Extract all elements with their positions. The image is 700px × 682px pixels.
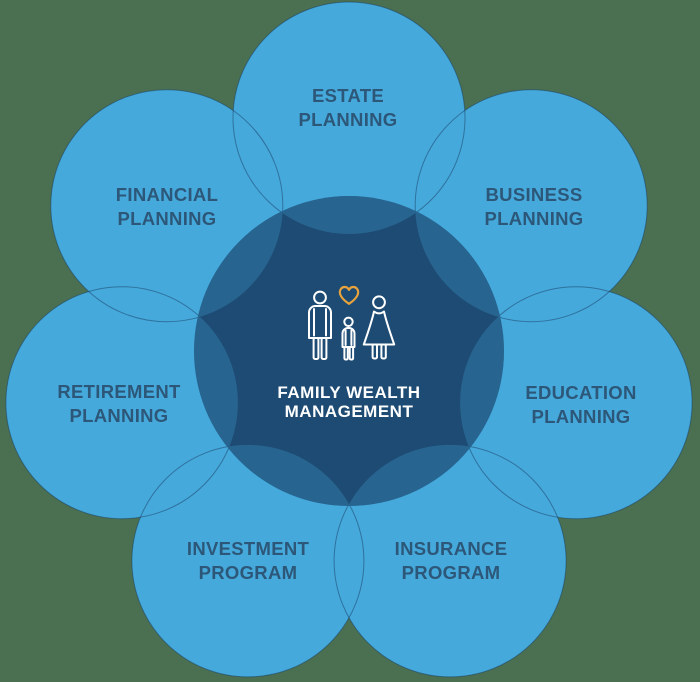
petal-label-financial: FINANCIAL PLANNING xyxy=(116,183,218,231)
family-icon xyxy=(308,285,396,361)
label-line: FINANCIAL xyxy=(115,184,219,205)
label-line: PLANNING xyxy=(484,208,584,229)
petal-circle-insurance xyxy=(334,444,567,677)
label-line: PLANNING xyxy=(117,208,217,229)
petal-label-education: EDUCATION PLANNING xyxy=(525,381,636,429)
label-line: PLANNING xyxy=(69,405,169,426)
petal-label-estate: ESTATE PLANNING xyxy=(298,84,397,132)
petal-circles xyxy=(5,2,693,677)
center-label-line: FAMILY WEALTH xyxy=(277,383,421,402)
label-line: INVESTMENT xyxy=(186,538,310,559)
label-line: PROGRAM xyxy=(401,562,501,583)
petal-circle-retirement xyxy=(5,286,238,519)
heart-icon xyxy=(338,285,360,305)
center-label: FAMILY WEALTH MANAGEMENT xyxy=(277,383,420,421)
overlap-financial xyxy=(194,196,283,322)
label-line: EDUCATION xyxy=(525,382,637,403)
label-line: PLANNING xyxy=(298,109,398,130)
petal-label-insurance: INSURANCE PROGRAM xyxy=(395,537,508,585)
label-line: BUSINESS xyxy=(485,184,583,205)
overlap-business xyxy=(415,196,504,322)
petal-label-business: BUSINESS PLANNING xyxy=(484,183,583,231)
woman-icon xyxy=(362,295,396,360)
petal-outline-financial xyxy=(50,89,284,323)
man-icon xyxy=(308,290,332,360)
petal-label-investment: INVESTMENT PROGRAM xyxy=(187,537,309,585)
petal-circle-estate xyxy=(233,2,465,234)
label-line: INSURANCE xyxy=(394,538,508,559)
label-line: ESTATE xyxy=(311,85,385,106)
petal-outline-business xyxy=(414,89,648,323)
label-line: PROGRAM xyxy=(198,562,298,583)
label-line: RETIREMENT xyxy=(57,381,181,402)
label-line: PLANNING xyxy=(531,406,631,427)
petal-circle-education xyxy=(460,286,693,519)
center-label-line: MANAGEMENT xyxy=(284,402,414,421)
petal-circle-investment xyxy=(131,444,364,677)
child-icon xyxy=(341,316,356,361)
petal-label-retirement: RETIREMENT PLANNING xyxy=(57,380,180,428)
